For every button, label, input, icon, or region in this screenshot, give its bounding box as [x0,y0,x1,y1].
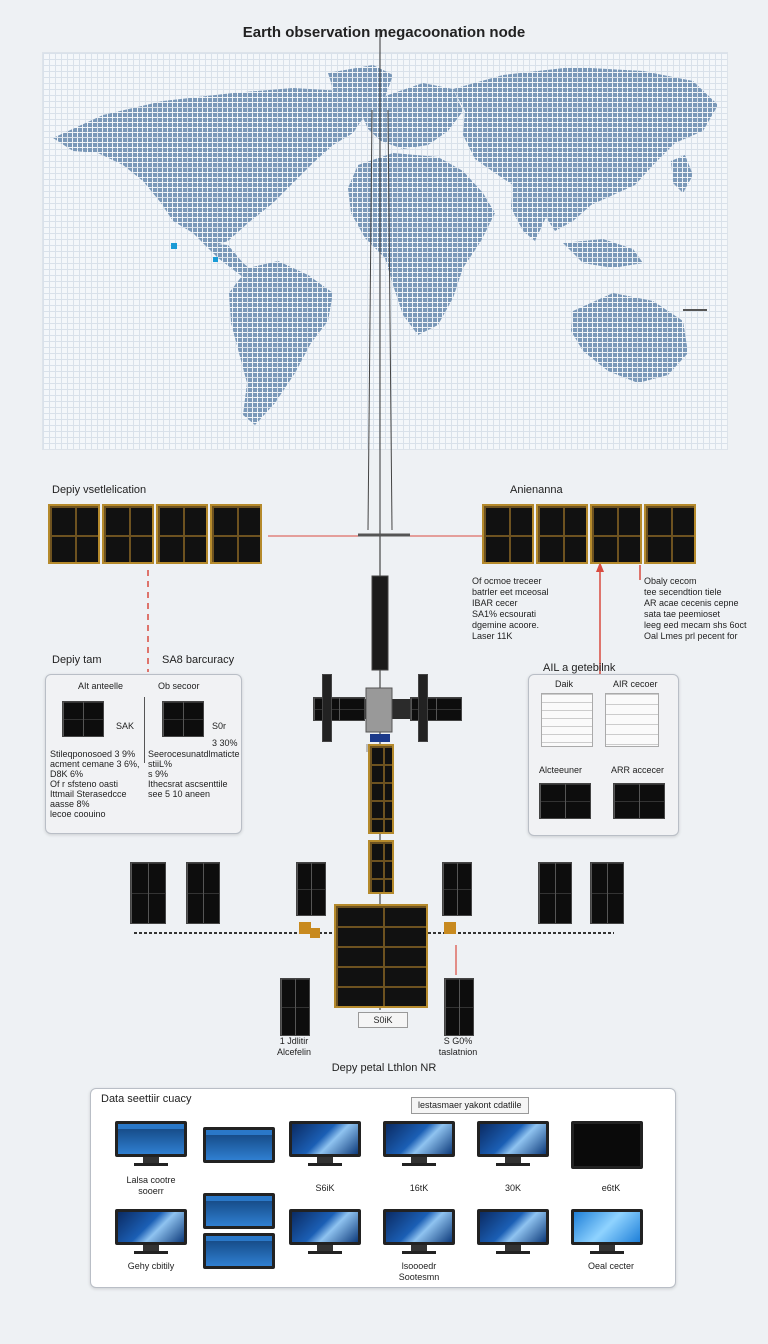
center-caption: Depy petal Lthlon NR [331,1062,437,1074]
monitor [477,1209,549,1254]
monitor [115,1121,187,1166]
left-solar-array [48,504,262,564]
sub-b: S0r [212,721,227,731]
monitor [289,1121,361,1166]
boom-panel [296,862,326,916]
monitor [383,1121,455,1166]
se-asia [563,239,643,268]
col-b-label: AIR cecoer [613,679,658,689]
page-title: Earth observation megacoonation node [242,24,526,41]
truss-fin [322,674,332,742]
monitor [203,1193,275,1229]
monitor-label: S6iK [315,1183,335,1193]
solar-panel [536,504,588,564]
lower-panel-left [280,978,310,1036]
monitor [115,1209,187,1254]
monitor [571,1121,643,1169]
solar-panel [590,504,642,564]
india [511,185,548,241]
europe [361,83,463,149]
lower-panel-right [444,978,474,1036]
north-america [53,88,368,248]
row-a-label: Alcteeuner [539,765,583,775]
monitor [203,1127,275,1163]
boom-panel [130,862,166,924]
data-card: Data seettiir cuacy lestasmaer yakont cd… [90,1088,676,1288]
monitor [477,1121,549,1166]
monitor-label: lsoooedr Sootesmn [398,1261,440,1282]
chart-panel [541,693,593,747]
left-card-notes: Stileqponosoed 3 9% acment cemane 3 6%, … [50,749,140,819]
sub-b2: 3 30% [212,738,238,748]
monitor [571,1209,643,1254]
monitor [289,1209,361,1254]
data-card-tag: lestasmaer yakont cdatlile [411,1097,529,1114]
lower-right-label: S G0% taslatnion [438,1036,478,1057]
monitor-label: 30K [504,1183,521,1193]
card-title-b: Ob secoor [158,681,200,691]
solar-panel [644,504,696,564]
card-title-a: AIt anteelle [78,681,124,691]
mast-solar-segment [368,744,394,834]
boom-panel [538,862,572,924]
col-a-label: Daik [555,679,574,689]
data-card-title: Data seettiir cuacy [101,1093,192,1105]
world-map [42,52,728,450]
sub-a: SAK [116,721,135,731]
right-notes-left: Of ocmoe treceer batrler eet mceosal IBA… [472,576,549,641]
boom-panel [590,862,624,924]
truss-fin [418,674,428,742]
south-america [229,261,333,425]
boom-panel [186,862,220,924]
main-body-panel [334,904,428,1008]
left-sensor-card: AIt anteelle Ob secoor SAK S0r 3 30% Sti… [45,674,242,834]
left-array-label: Depiy vsetlelication [52,484,147,496]
australia [571,293,688,383]
sensor-thumbnail [539,783,591,819]
solar-panel [156,504,208,564]
monitor-label: Gehy cbitily [127,1261,175,1271]
right-solar-array [482,504,696,564]
lower-left-label: 1 Jdlitir Alcefelin [276,1036,312,1057]
solar-panel [102,504,154,564]
left-block-label-a: Depiy tam [52,654,102,666]
right-array-label: Anienanna [510,484,563,496]
right-block-header: AIL a getebilnk [543,662,616,674]
monitor [203,1233,275,1269]
solar-panel [48,504,100,564]
monitor [383,1209,455,1254]
mast-solar-segment [368,840,394,894]
africa [348,153,495,335]
row-b-label: ARR accecer [611,765,665,775]
chart-panel [605,693,659,747]
sensor-thumbnail [62,701,104,737]
center-tag: S0iK [358,1012,408,1028]
truss-panel-left [313,697,365,721]
sensor-thumbnail [162,701,204,737]
sensor-thumbnail [613,783,665,819]
monitor-label: 16tK [409,1183,429,1193]
asia [453,67,718,231]
japan [671,155,693,193]
boom-panel [442,862,472,916]
solar-panel [210,504,262,564]
monitor-label: e6tK [601,1183,621,1193]
monitor-label: Lalsa cootre sooerr [126,1175,176,1196]
monitor-label: Oeal cecter [587,1261,635,1271]
left-block-label-b: SA8 barcuracy [162,654,235,666]
solar-panel [482,504,534,564]
right-sensor-card: Daik AIR cecoer Alcteeuner ARR accecer [528,674,679,836]
right-card-notes: Seerocesunatdlmaticte stiiL% s 9% Ithecs… [148,749,240,799]
world-map-graphic [53,65,718,425]
right-notes-right: Obaly cecom tee secendtion tiele AR acae… [644,576,747,641]
